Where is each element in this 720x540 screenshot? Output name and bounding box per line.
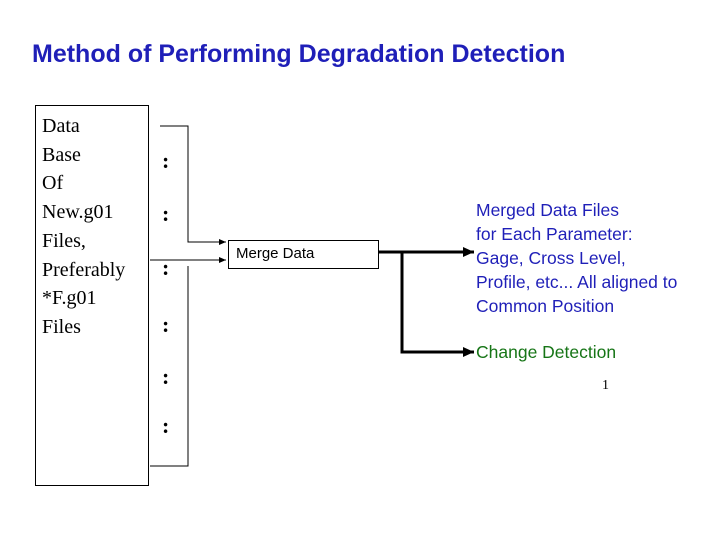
- change-detection-label: Change Detection: [476, 342, 617, 362]
- page-number: 1: [602, 378, 609, 393]
- collector-bottom-line: [150, 266, 189, 467]
- database-label-line: Data: [42, 115, 80, 137]
- database-label-line: New.g01: [42, 201, 114, 224]
- database-label-line: Of: [42, 172, 64, 195]
- database-label-line: Base: [42, 143, 81, 166]
- separator-dots: :: [162, 413, 170, 438]
- database-label-line: Preferably: [42, 258, 126, 281]
- merged-output-line: for Each Parameter:: [476, 224, 633, 244]
- change-branch-line: [400, 252, 474, 357]
- collector-top-line: [160, 125, 226, 245]
- merged-output-line: Gage, Cross Level,: [476, 248, 626, 268]
- database-label-line: Files,: [42, 229, 86, 252]
- merged-output-line: Profile, etc... All aligned to: [476, 272, 678, 292]
- separator-dots: :: [162, 364, 170, 389]
- database-label-line: *F.g01: [42, 287, 97, 310]
- separator-dots: :: [162, 312, 170, 337]
- merged-output-line: Common Position: [476, 296, 615, 316]
- merged-output-line: Merged Data Files: [476, 200, 619, 220]
- separator-dots: :: [162, 201, 170, 226]
- separator-dots: :: [162, 255, 170, 280]
- merged-output-label: Merged Data Files for Each Parameter: Ga…: [476, 198, 677, 318]
- database-label-line: Files: [42, 315, 81, 338]
- page-title: Method of Performing Degradation Detecti…: [32, 40, 566, 68]
- separator-dots: :: [162, 148, 170, 173]
- merge-data-label: Merge Data: [236, 245, 315, 262]
- database-box: [35, 105, 149, 486]
- database-label: Data Base Of New.g01 Files, Preferably *…: [42, 112, 125, 342]
- merge-data-box: [228, 240, 379, 269]
